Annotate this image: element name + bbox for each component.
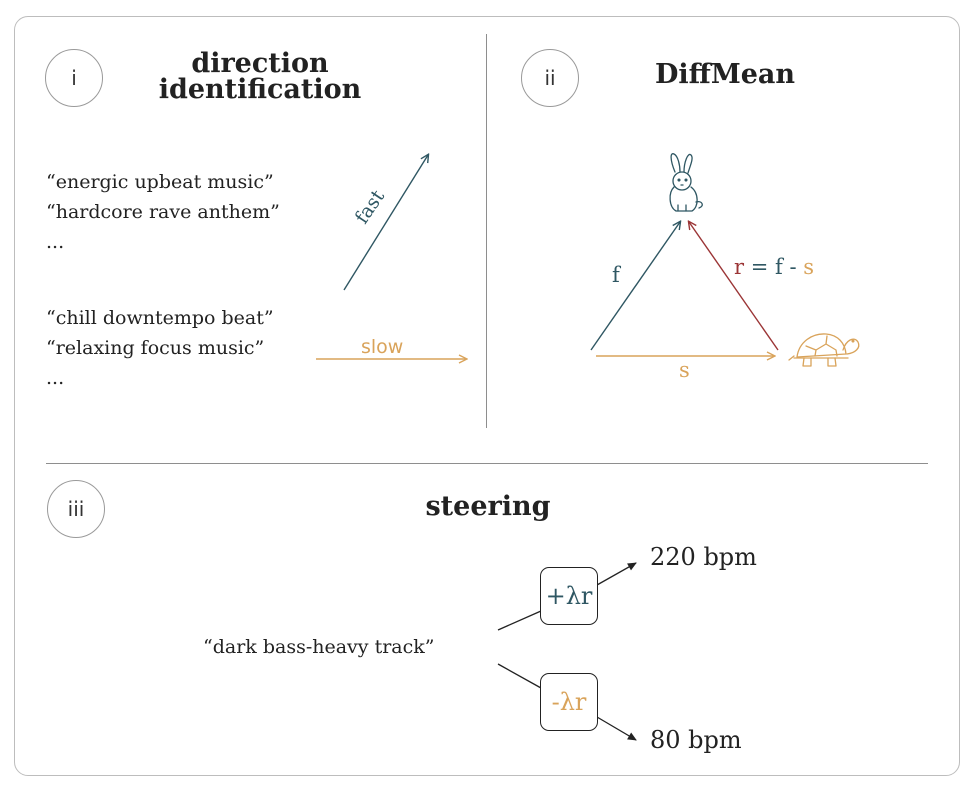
rabbit-icon (669, 153, 703, 212)
panel-ii-badge-text: ii (544, 66, 556, 90)
output-high-bpm: 220 bpm (650, 543, 757, 571)
r-equation-s: s (803, 255, 815, 279)
slow-prompt-ellipsis: ... (46, 367, 65, 389)
panel-ii-badge: ii (521, 49, 579, 107)
r-vector-arrow (689, 222, 779, 351)
r-equation-r: r (734, 255, 745, 279)
s-vector-label: s (679, 358, 690, 382)
panel-i-title: direction identification (140, 48, 380, 105)
panel-ii-title: DiffMean (654, 59, 796, 90)
plus-lambda-r-box: +λr (540, 567, 598, 625)
panel-divider-vertical (486, 34, 488, 428)
panel-i-title-line1: direction (191, 48, 329, 79)
panel-iii-badge: iii (47, 480, 105, 538)
turtle-icon (788, 333, 860, 367)
f-vector-arrow (590, 222, 680, 351)
slow-prompt-2: “relaxing focus music” (46, 337, 265, 359)
fast-prompt-ellipsis: ... (46, 231, 65, 253)
panel-iii-badge-text: iii (67, 497, 85, 521)
plus-lambda-r-label: +λr (545, 582, 593, 610)
slow-label: slow (361, 336, 404, 358)
slow-prompt-list: “chill downtempo beat” “relaxing focus m… (46, 303, 274, 393)
minus-lambda-r-box: -λr (540, 673, 598, 731)
panel-divider-horizontal (46, 463, 928, 465)
r-equation: r = f - s (734, 255, 814, 279)
f-vector-label: f (612, 263, 620, 287)
r-equation-expr: = f - (750, 255, 797, 279)
panel-iii-title: steering (425, 491, 551, 522)
panel-i-badge-text: i (71, 66, 77, 90)
steer-up-line-in (497, 610, 542, 631)
figure-frame (14, 16, 960, 776)
steer-down-line-in (497, 663, 542, 689)
steer-down-arrow-out (596, 716, 637, 741)
fast-prompt-1: “energic upbeat music” (46, 171, 274, 193)
steer-up-arrow-out (596, 562, 637, 586)
fast-prompt-2: “hardcore rave anthem” (46, 201, 280, 223)
minus-lambda-r-label: -λr (551, 688, 587, 716)
steering-prompt: “dark bass-heavy track” (203, 636, 435, 658)
slow-prompt-1: “chill downtempo beat” (46, 307, 274, 329)
output-low-bpm: 80 bpm (650, 726, 742, 754)
fast-direction-arrow (343, 155, 428, 291)
panel-i-title-line2: identification (158, 74, 362, 105)
panel-i-badge: i (45, 49, 103, 107)
fast-prompt-list: “energic upbeat music” “hardcore rave an… (46, 167, 280, 257)
